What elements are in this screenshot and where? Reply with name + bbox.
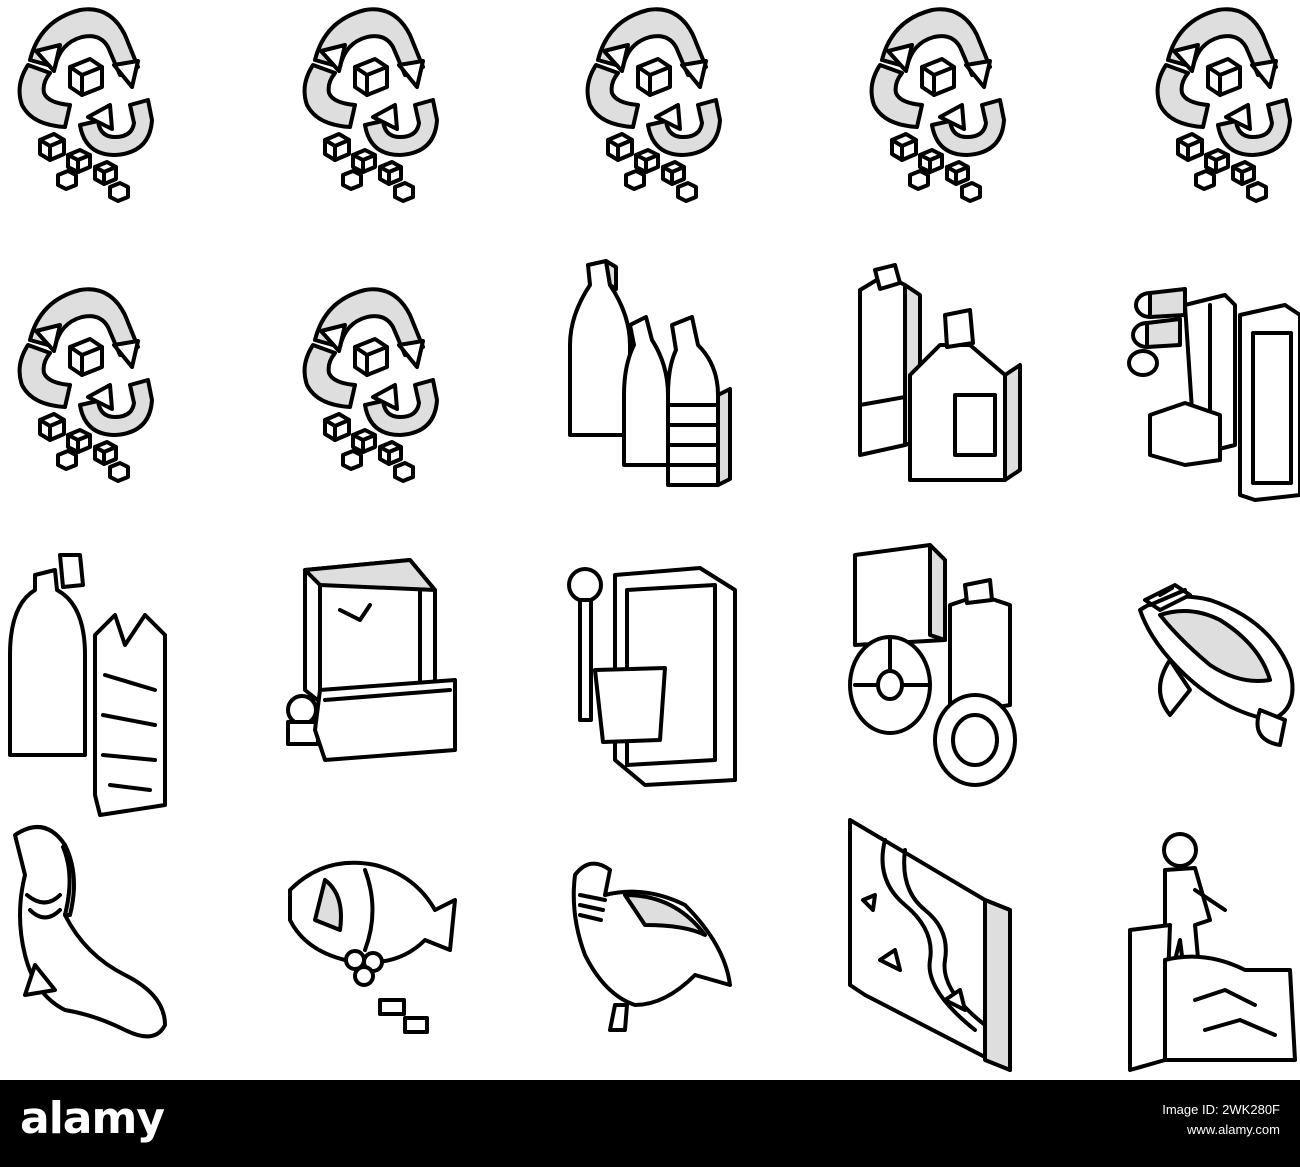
plastic-bottles-icon <box>568 259 732 487</box>
bottle-and-bag-icon <box>8 553 167 817</box>
watermark-footer: alamy Image ID: 2WK280F www.alamy.com <box>0 1080 1300 1167</box>
recycle-waste-icon-2 <box>302 7 439 203</box>
icon-set-illustration <box>8 7 1300 1072</box>
polluted-river-icon <box>848 818 1012 1072</box>
recycle-waste-icon-7 <box>302 287 439 483</box>
person-cleaning-beach-icon <box>1128 832 1297 1072</box>
alamy-logo: alamy <box>20 1093 165 1144</box>
recycle-waste-icon-4 <box>869 7 1006 203</box>
detergent-bottles-icon <box>858 263 1022 482</box>
site-url: www.alamy.com <box>1187 1122 1280 1137</box>
seal-with-net-icon <box>13 825 167 1039</box>
image-id-label: Image ID: 2WK280F <box>1162 1102 1280 1117</box>
box-disc-bottle-tape-icon <box>848 543 1017 787</box>
turtle-icon <box>1138 583 1295 747</box>
plastic-pipes-icon <box>1127 287 1300 502</box>
recycle-waste-icon-3 <box>585 7 722 203</box>
fish-eating-plastic-icon <box>288 860 457 1034</box>
recycle-waste-icon-1 <box>17 7 154 203</box>
monitor-and-box-icon <box>286 558 457 762</box>
bird-with-plastic-icon <box>571 861 732 1032</box>
tablet-and-cup-icon <box>567 566 737 787</box>
recycle-waste-icon-5 <box>1155 7 1292 203</box>
recycle-waste-icon-6 <box>17 287 154 483</box>
